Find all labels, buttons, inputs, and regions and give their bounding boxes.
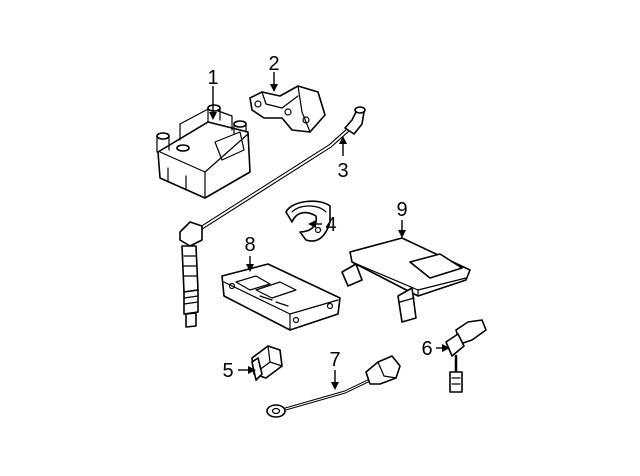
- callout-5: 5: [222, 360, 233, 382]
- callout-9: 9: [396, 199, 407, 221]
- callout-4: 4: [325, 214, 336, 236]
- engine-control-module: [221, 263, 341, 331]
- sensor-clip: [285, 200, 331, 242]
- callout-1: 1: [207, 67, 218, 89]
- spark-plug-wire: [179, 106, 366, 328]
- crankshaft-sensor: [445, 319, 487, 393]
- callout-3: 3: [337, 160, 348, 182]
- coil-bracket: [249, 85, 326, 133]
- callout-arrows: [209, 72, 450, 390]
- camshaft-sensor: [251, 345, 283, 381]
- knock-sensor: [266, 355, 401, 418]
- callout-8: 8: [244, 234, 255, 256]
- callout-2: 2: [268, 53, 279, 75]
- callout-6: 6: [421, 338, 432, 360]
- ignition-coil: [156, 104, 251, 199]
- callout-7: 7: [329, 349, 340, 371]
- ecm-bracket: [341, 237, 471, 323]
